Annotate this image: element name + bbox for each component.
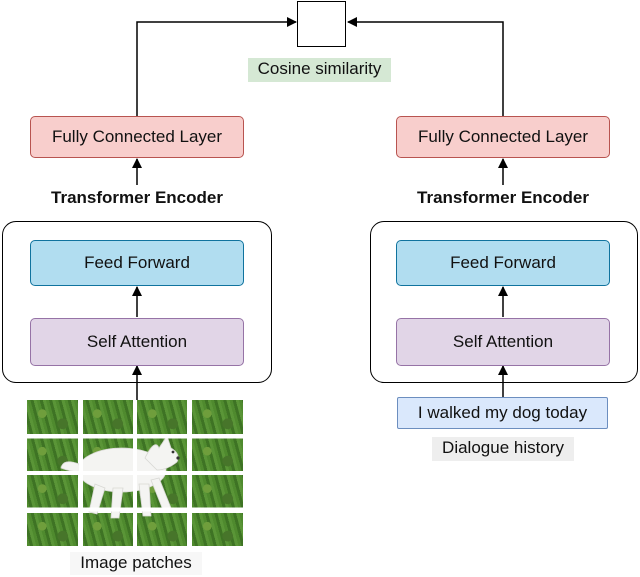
left-transformer-encoder [2, 221, 272, 383]
right-feed-forward: Feed Forward [396, 240, 610, 286]
image-patches-caption: Image patches [70, 552, 202, 575]
image-patch [192, 512, 243, 546]
left-encoder-title: Transformer Encoder [51, 188, 223, 207]
image-patch [137, 400, 188, 434]
right-fully-connected-layer: Fully Connected Layer [396, 116, 610, 158]
left-fully-connected-layer: Fully Connected Layer [30, 116, 244, 158]
arrow-right-fc-to-output [347, 17, 504, 116]
image-patch [137, 512, 188, 546]
image-patch [27, 475, 78, 509]
patch-grid-lines [27, 400, 243, 546]
similarity-output-node [297, 1, 346, 47]
left-feed-forward: Feed Forward [30, 240, 244, 286]
right-self-attention: Self Attention [396, 318, 610, 366]
image-patch [192, 400, 243, 434]
image-patch [27, 400, 78, 434]
cosine-similarity-label: Cosine similarity [248, 58, 391, 82]
image-patch [192, 475, 243, 509]
image-patch [82, 400, 133, 434]
image-patch [192, 437, 243, 471]
dialogue-history-caption: Dialogue history [432, 437, 574, 461]
dialogue-input-text: I walked my dog today [397, 397, 608, 429]
image-patch [82, 512, 133, 546]
right-transformer-encoder [370, 221, 638, 383]
right-encoder-title: Transformer Encoder [417, 188, 589, 207]
arrow-left-fc-to-output [136, 17, 297, 116]
image-patch [27, 512, 78, 546]
left-self-attention: Self Attention [30, 318, 244, 366]
dog-illustration [60, 435, 180, 519]
